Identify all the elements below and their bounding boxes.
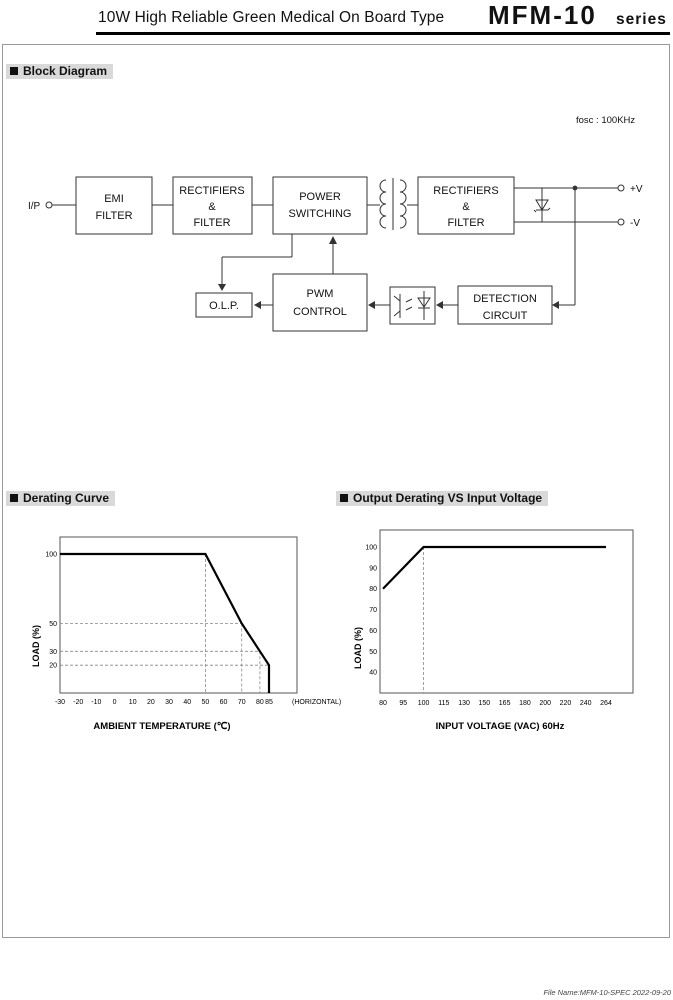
output-terminal-neg <box>617 218 625 226</box>
power-label: POWER <box>299 191 341 203</box>
arrow-left-icon <box>254 301 261 309</box>
x-tick-label: 115 <box>438 700 449 707</box>
input-terminal <box>45 201 53 209</box>
detection-label: CIRCUIT <box>483 310 528 322</box>
y-tick-label: 100 <box>365 545 377 552</box>
pwm-control-box <box>272 273 368 332</box>
x-tick-label: -30 <box>55 699 65 706</box>
x-tick-label: -10 <box>91 699 101 706</box>
x-tick-label: 240 <box>580 700 592 707</box>
input-label: I/P <box>28 201 41 212</box>
power-label: SWITCHING <box>289 208 352 220</box>
arrow-up-icon <box>329 236 337 244</box>
x-tick-label: 60 <box>220 699 228 706</box>
derating-line <box>60 552 271 693</box>
pwm-label: PWM <box>307 288 334 300</box>
arrow-left-icon <box>436 301 443 309</box>
series-label: series <box>616 11 667 28</box>
bullet-square-icon <box>340 494 348 502</box>
section-title: Output Derating VS Input Voltage <box>353 491 543 505</box>
y-tick-label: 70 <box>369 607 377 614</box>
x-tick-label: 180 <box>519 700 531 707</box>
section-output-derating: Output Derating VS Input Voltage <box>336 491 549 506</box>
olp-box <box>195 292 253 318</box>
emi-label: FILTER <box>95 210 132 222</box>
header-rule <box>96 32 670 35</box>
plot-area <box>379 529 634 694</box>
y-axis-label: LOAD (%) <box>353 627 363 669</box>
arrow-down-icon <box>218 284 226 291</box>
section-derating-curve: Derating Curve <box>6 491 116 506</box>
y-tick-label: 80 <box>369 586 377 593</box>
x-tick-label: 20 <box>147 699 155 706</box>
section-block-diagram: Block Diagram <box>6 64 114 79</box>
x-tick-label: 80 <box>256 699 264 706</box>
rect2-label: RECTIFIERS <box>433 185 498 197</box>
y-tick-label: 20 <box>49 663 57 670</box>
x-tick-label: 10 <box>129 699 137 706</box>
output-neg-label: -V <box>630 218 640 229</box>
footer-file-name: File Name:MFM-10-SPEC 2022-09-20 <box>543 988 671 997</box>
x-tick-label: 80 <box>379 700 387 707</box>
y-tick-label: 50 <box>49 621 57 628</box>
y-tick-label: 40 <box>369 670 377 677</box>
x-tick-label: 264 <box>600 700 612 707</box>
page-frame <box>2 44 670 938</box>
y-tick-label: 60 <box>369 628 377 635</box>
x-tick-label: 150 <box>479 700 491 707</box>
x-tick-label: 0 <box>113 699 117 706</box>
olp-label: O.L.P. <box>209 300 239 312</box>
bullet-square-icon <box>10 67 18 75</box>
plot-area <box>59 536 298 694</box>
x-tick-label: 100 <box>418 700 430 707</box>
derating-line <box>382 545 606 590</box>
rect2-label: FILTER <box>447 217 484 229</box>
bullet-square-icon <box>10 494 18 502</box>
rect1-label: RECTIFIERS <box>179 185 244 197</box>
y-tick-label: 100 <box>45 552 57 559</box>
junction-dot <box>572 185 578 191</box>
x-tick-label: 70 <box>238 699 246 706</box>
x-tick-label: 50 <box>201 699 209 706</box>
x-tick-label: -20 <box>73 699 83 706</box>
detection-label: DETECTION <box>473 293 537 305</box>
x-axis-note: (HORIZONTAL) <box>292 699 341 706</box>
rect2-label: & <box>462 201 470 213</box>
y-tick-label: 50 <box>369 649 377 656</box>
output-terminal-pos <box>617 184 625 192</box>
pwm-label: CONTROL <box>293 306 347 318</box>
rect1-label: FILTER <box>193 217 230 229</box>
document-subtitle: 10W High Reliable Green Medical On Board… <box>98 9 445 26</box>
section-title: Derating Curve <box>23 491 110 505</box>
y-tick-label: 90 <box>369 565 377 572</box>
x-tick-label: 85 <box>265 699 273 706</box>
x-tick-label: 200 <box>539 700 551 707</box>
x-tick-label: 220 <box>560 700 572 707</box>
fosc-label: fosc : 100KHz <box>576 115 635 126</box>
x-tick-label: 30 <box>165 699 173 706</box>
y-tick-label: 30 <box>49 649 57 656</box>
x-tick-label: 95 <box>399 700 407 707</box>
rect1-label: & <box>208 201 216 213</box>
output-pos-label: +V <box>630 184 643 195</box>
x-axis-label: AMBIENT TEMPERATURE (℃) <box>93 721 230 732</box>
emi-label: EMI <box>104 193 124 205</box>
model-name: MFM-10 <box>488 0 597 30</box>
section-title: Block Diagram <box>23 64 108 78</box>
arrow-left-icon <box>552 301 559 309</box>
y-axis-label: LOAD (%) <box>31 625 41 667</box>
x-tick-label: 40 <box>183 699 191 706</box>
x-tick-label: 130 <box>458 700 470 707</box>
x-axis-label: INPUT VOLTAGE (VAC) 60Hz <box>436 721 565 732</box>
x-tick-label: 165 <box>499 700 511 707</box>
arrow-left-icon <box>368 301 375 309</box>
